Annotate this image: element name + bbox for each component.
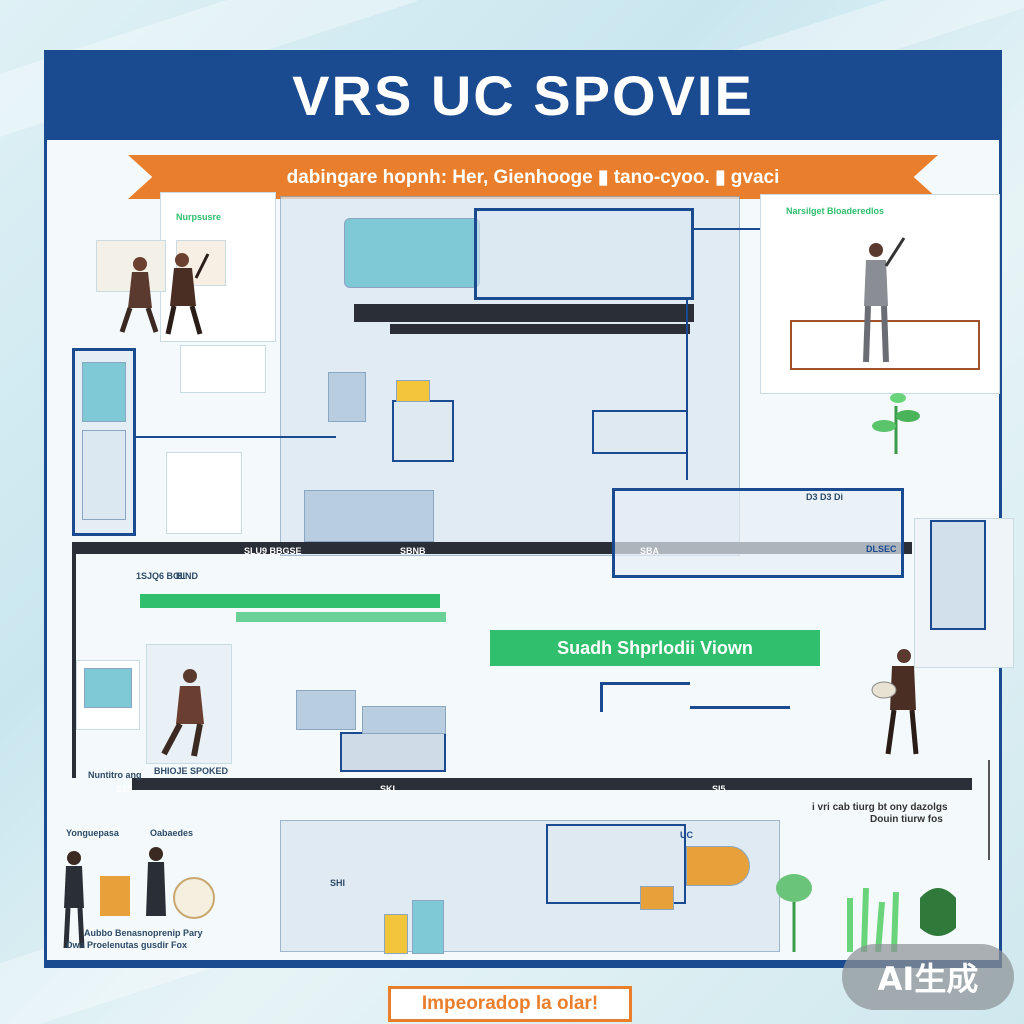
- connector-line: [694, 228, 764, 230]
- person-figure-icon: [863, 237, 906, 363]
- footer-cta-label: Impeoradop la olar!: [421, 993, 599, 1014]
- top-right-card-label: Narsilget Bloaderedlos: [786, 206, 885, 216]
- left-lower-screen: [84, 668, 132, 708]
- bar-label: SBNB: [400, 546, 426, 556]
- top-conveyor-bar: [354, 304, 694, 322]
- center-view-label: Suadh Shprlodii Viown: [490, 630, 820, 666]
- center-lower-stair: [600, 682, 690, 712]
- left-mid-caption-2: BHIOJE SPOKED: [154, 766, 229, 776]
- top-left-card-label: Nurpsusre: [176, 212, 222, 222]
- bar-label: DLSEC: [866, 544, 897, 554]
- page-title: VRS UC SPOVIE: [292, 63, 754, 127]
- mid-right-frame: [592, 410, 688, 454]
- bottom-orange-panel: [686, 846, 750, 886]
- bar-label: D3 D3 Di: [806, 492, 844, 502]
- bar-label: SI5: [712, 784, 726, 794]
- bottom-left-caption-b: Dwa Proelenutas gusdir Fox: [66, 940, 188, 950]
- middle-rail-left: [72, 542, 76, 778]
- center-lower-frame: [340, 732, 446, 772]
- connector-line: [988, 760, 990, 860]
- clock-icon: [173, 877, 215, 919]
- green-shelf-2: [236, 612, 446, 622]
- connector-line: [690, 706, 790, 709]
- bottom-rail: [44, 960, 1002, 968]
- bar-label: SKL: [380, 784, 398, 794]
- bar-label: SLU9 BBGSE: [244, 546, 302, 556]
- mid-yellow-panel: [396, 380, 430, 402]
- left-small-card: [180, 345, 266, 393]
- top-center-frame: [474, 208, 694, 300]
- mid-machine-1: [328, 372, 366, 422]
- bottom-left-header-2: Oabaedes: [150, 828, 194, 838]
- bottom-yellow-block: [384, 914, 408, 954]
- bar-label: BIND: [176, 571, 198, 581]
- left-device-panel: [82, 430, 126, 520]
- bar-label: SBA: [640, 546, 660, 556]
- center-view-label-text: Suadh Shprlodii Viown: [557, 637, 753, 658]
- bar-label: UC: [680, 830, 693, 840]
- bottom-center-frame: [546, 824, 686, 904]
- top-machine: [344, 218, 480, 288]
- center-lower-block: [296, 690, 356, 730]
- right-mid-text-a: i vri cab tiurg bt ony dazolgs: [812, 802, 948, 813]
- right-mid-text-b: Douin tiurw fos: [870, 814, 943, 825]
- bottom-left-caption-a: Aubbo Benasnoprenip Pary: [84, 928, 203, 938]
- header-bar: VRS UC SPOVIE: [44, 50, 1002, 140]
- middle-rail-bottom: [132, 778, 972, 790]
- plant-icon: [776, 874, 956, 953]
- right-middle-frame: [612, 488, 904, 578]
- bar-label: 1SJQ6 BOL: [136, 571, 186, 581]
- bar-label: SHI: [330, 878, 346, 888]
- mid-machine-2-frame: [392, 400, 454, 462]
- left-form-card: [166, 452, 242, 534]
- bottom-orange-block-2: [640, 886, 674, 910]
- person-figure-icon: [871, 649, 919, 755]
- center-lower-block-2: [362, 706, 446, 734]
- connector-line: [136, 436, 336, 438]
- person-figure-icon: [63, 847, 166, 949]
- ai-generated-badge-text: AI生成: [877, 960, 979, 998]
- bottom-center-building: [280, 820, 780, 952]
- connector-line: [686, 300, 688, 480]
- bar-label: S12: [116, 784, 133, 794]
- bottom-teal-block: [412, 900, 444, 954]
- subtitle-ribbon: dabingare hopnh: Her, Gienhooge ▮ tano-c…: [128, 155, 938, 199]
- green-shelf: [140, 594, 440, 608]
- person-figure-icon: [161, 669, 204, 757]
- top-conveyor-bar-2: [390, 324, 690, 334]
- lower-machine: [304, 490, 434, 542]
- ai-generated-badge: AI生成: [842, 944, 1014, 1010]
- footer-cta-button[interactable]: Impeoradop la olar!: [388, 986, 632, 1022]
- left-device-screen: [82, 362, 126, 422]
- ribbon-text: dabingare hopnh: Her, Gienhooge ▮ tano-c…: [286, 166, 780, 188]
- bottom-left-header: Yonguepasa: [66, 828, 119, 838]
- person-figure-icon: [119, 253, 210, 335]
- plant-icon: [872, 393, 920, 454]
- right-side-device: [930, 520, 986, 630]
- left-mid-caption: Nuntitro ang: [88, 770, 142, 780]
